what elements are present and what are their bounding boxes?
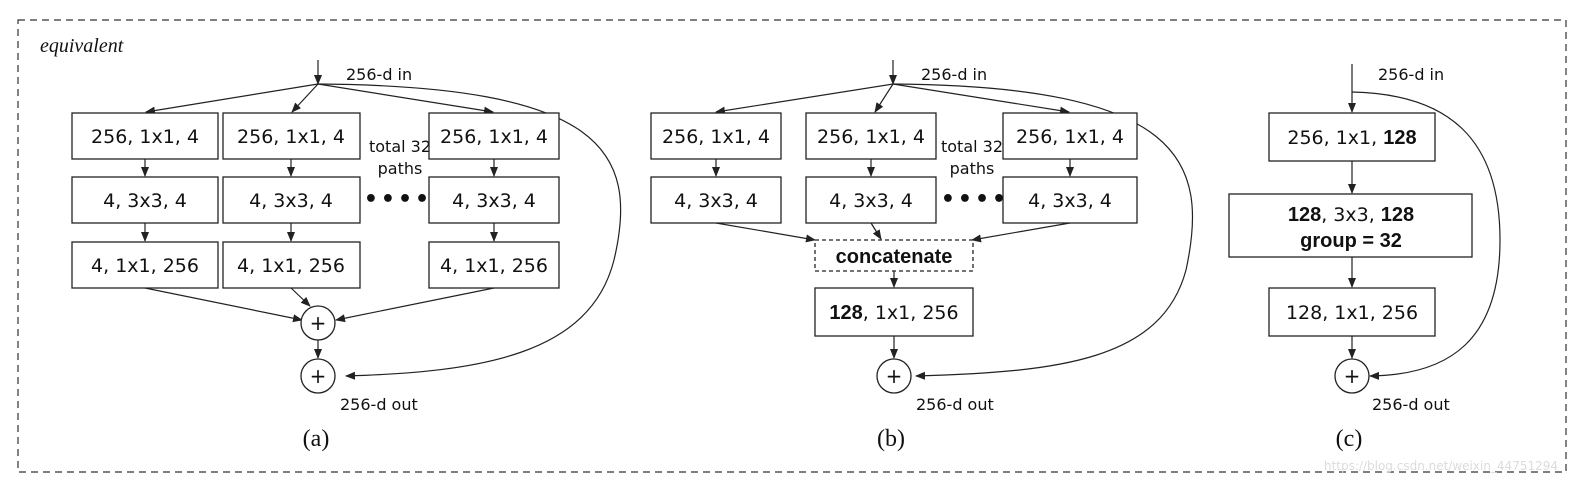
b-plus-icon: + bbox=[886, 364, 903, 388]
b-col2-layer1-label: 256, 1x1, 4 bbox=[817, 126, 925, 148]
a-paths-label-line1: total 32 bbox=[369, 137, 431, 156]
c-caption: (c) bbox=[1336, 426, 1363, 452]
b-shortcut-connection bbox=[892, 83, 1194, 380]
c-in-label: 256-d in bbox=[1378, 65, 1444, 84]
b-caption: (b) bbox=[877, 426, 905, 452]
a-col3-layer3-label: 4, 1x1, 256 bbox=[440, 255, 548, 277]
b-fan-arrow-right bbox=[892, 83, 1070, 115]
a-col2-layer3-box bbox=[222, 241, 361, 289]
a-plus-icon-2: + bbox=[310, 364, 327, 388]
panel-c: 256-d in 256, 1x1, 128 128, 3x3, 128 gro… bbox=[1228, 64, 1501, 452]
a-out-label: 256-d out bbox=[340, 395, 418, 414]
c-layer1-box bbox=[1268, 112, 1436, 162]
b-col3-layer1-label: 256, 1x1, 4 bbox=[1016, 126, 1124, 148]
b-col3-layer1-box bbox=[1002, 112, 1138, 160]
b-col3-layer2-label: 4, 3x3, 4 bbox=[1028, 190, 1112, 212]
b-concat-arrow-mid bbox=[870, 222, 882, 240]
panel-a: 256-d in 256, 1x1, 4 4, 3x3, 4 4, 1x1, 2… bbox=[71, 60, 622, 452]
b-col2-layer2-box bbox=[805, 176, 937, 224]
a-merge-arrow-left bbox=[144, 287, 303, 323]
a-fan-arrow-left bbox=[145, 83, 319, 115]
b-concat-arrow-right bbox=[971, 222, 1071, 243]
panel-b: 256-d in 256, 1x1, 4 4, 3x3, 4 256, 1x1,… bbox=[650, 60, 1194, 452]
a-merge-arrow-mid bbox=[290, 287, 311, 307]
a-fan-arrow-right bbox=[317, 83, 494, 115]
a-col2-layer2-label: 4, 3x3, 4 bbox=[249, 190, 333, 212]
a-col2-layer1-box bbox=[222, 112, 361, 160]
c-layer3-box bbox=[1268, 287, 1436, 337]
a-col2-layer2-box bbox=[222, 176, 361, 224]
a-col3-layer1-label: 256, 1x1, 4 bbox=[440, 126, 548, 148]
b-final-layer-box bbox=[814, 287, 974, 337]
b-concatenate-label: concatenate bbox=[836, 246, 953, 268]
b-in-label: 256-d in bbox=[921, 65, 987, 84]
a-col2-layer1-label: 256, 1x1, 4 bbox=[237, 126, 345, 148]
a-merge-arrow-right bbox=[335, 287, 495, 323]
a-col3-layer2-label: 4, 3x3, 4 bbox=[452, 190, 536, 212]
a-col3-layer1-box bbox=[428, 112, 560, 160]
b-col1-layer2-label: 4, 3x3, 4 bbox=[674, 190, 758, 212]
b-fan-arrow-mid bbox=[874, 83, 894, 113]
a-plus-icon-1: + bbox=[310, 311, 327, 335]
a-col1-layer1-box bbox=[71, 112, 219, 160]
c-plus-icon: + bbox=[1344, 364, 1361, 388]
c-sum-node bbox=[1334, 358, 1370, 394]
a-col1-layer1-label: 256, 1x1, 4 bbox=[91, 126, 199, 148]
watermark-text: https://blog.csdn.net/weixin_44751294 bbox=[1324, 459, 1558, 473]
c-layer1-label: 256, 1x1, 128 bbox=[1287, 127, 1416, 149]
c-layer3-label: 128, 1x1, 256 bbox=[1286, 302, 1418, 324]
b-col1-layer1-label: 256, 1x1, 4 bbox=[662, 126, 770, 148]
a-caption: (a) bbox=[303, 426, 330, 452]
b-final-layer-label: 128, 1x1, 256 bbox=[829, 302, 958, 324]
a-col3-layer2-box bbox=[428, 176, 560, 224]
a-paths-label-line2: paths bbox=[378, 159, 423, 178]
a-col1-layer3-label: 4, 1x1, 256 bbox=[91, 255, 199, 277]
outer-dashed-frame bbox=[17, 19, 1567, 473]
a-fan-arrow-mid bbox=[291, 83, 319, 113]
a-col2-layer3-label: 4, 1x1, 256 bbox=[237, 255, 345, 277]
b-concat-arrow-left bbox=[715, 222, 816, 243]
a-col1-layer2-label: 4, 3x3, 4 bbox=[103, 190, 187, 212]
c-layer2-box bbox=[1228, 193, 1473, 258]
c-layer2-label-line2: group = 32 bbox=[1300, 230, 1402, 252]
b-ellipsis-dots: •••• bbox=[941, 187, 1009, 212]
c-layer2-label-line1: 128, 3x3, 128 bbox=[1288, 204, 1414, 226]
b-col1-layer2-box bbox=[650, 176, 782, 224]
b-out-label: 256-d out bbox=[916, 395, 994, 414]
b-col3-layer2-box bbox=[1002, 176, 1138, 224]
b-col1-layer1-box bbox=[650, 112, 782, 160]
a-col1-layer3-box bbox=[71, 241, 219, 289]
b-paths-label-line2: paths bbox=[950, 159, 995, 178]
a-col3-layer3-box bbox=[428, 241, 560, 289]
b-col2-layer1-box bbox=[805, 112, 937, 160]
b-paths-label-line1: total 32 bbox=[941, 137, 1003, 156]
a-sum-node-2 bbox=[300, 358, 336, 394]
a-in-label: 256-d in bbox=[346, 65, 412, 84]
b-fan-arrow-left bbox=[715, 83, 894, 115]
c-shortcut-connection bbox=[1351, 91, 1501, 380]
b-sum-node bbox=[876, 358, 912, 394]
c-out-label: 256-d out bbox=[1372, 395, 1450, 414]
b-col2-layer2-label: 4, 3x3, 4 bbox=[829, 190, 913, 212]
equivalent-label: equivalent bbox=[40, 35, 124, 57]
a-ellipsis-dots: •••• bbox=[364, 187, 432, 212]
a-shortcut-connection bbox=[317, 83, 622, 380]
